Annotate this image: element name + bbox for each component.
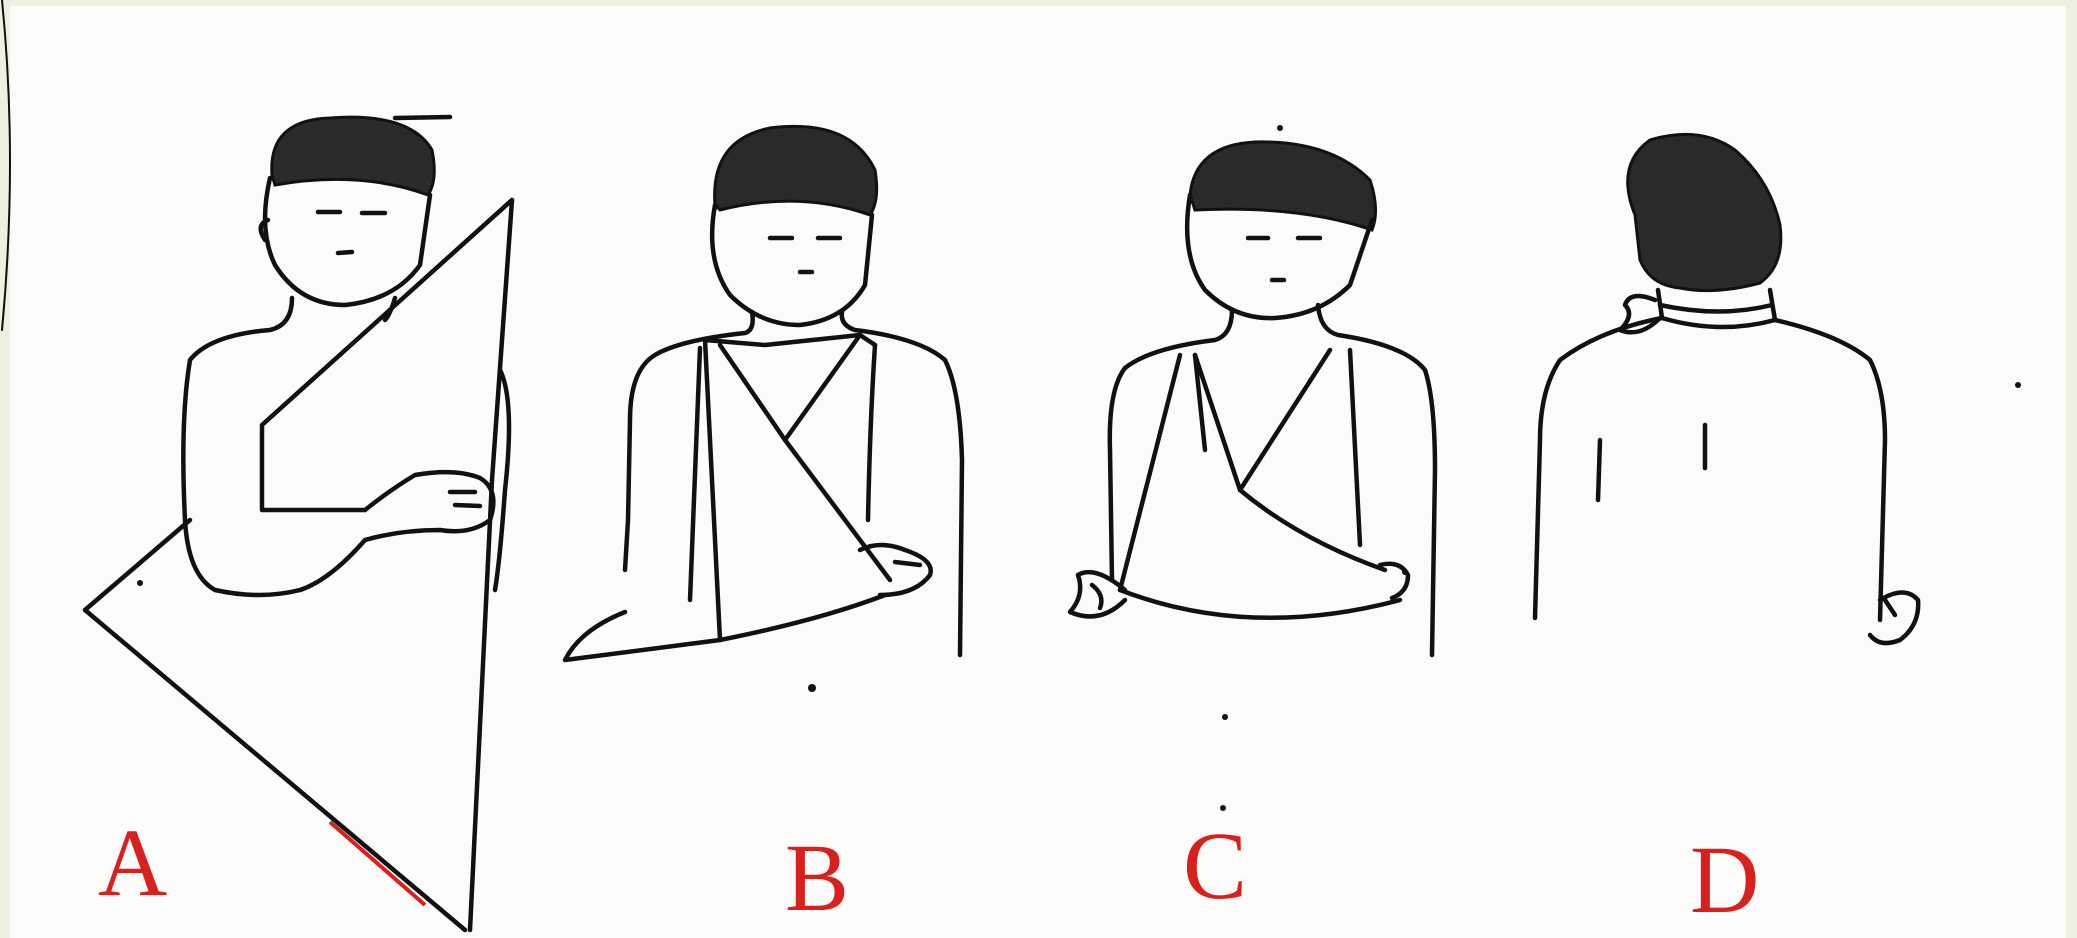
panel-d-label: D: [1690, 826, 1759, 933]
panel-b-label: B: [785, 824, 849, 931]
panel-c-label: C: [1183, 812, 1247, 919]
panel-b-figure: [565, 126, 962, 692]
panel-c-figure: [1070, 125, 1435, 811]
panel-a-red-mark: [330, 822, 425, 905]
panel-a-label: A: [98, 809, 167, 916]
panel-d-figure: [1535, 134, 2021, 643]
